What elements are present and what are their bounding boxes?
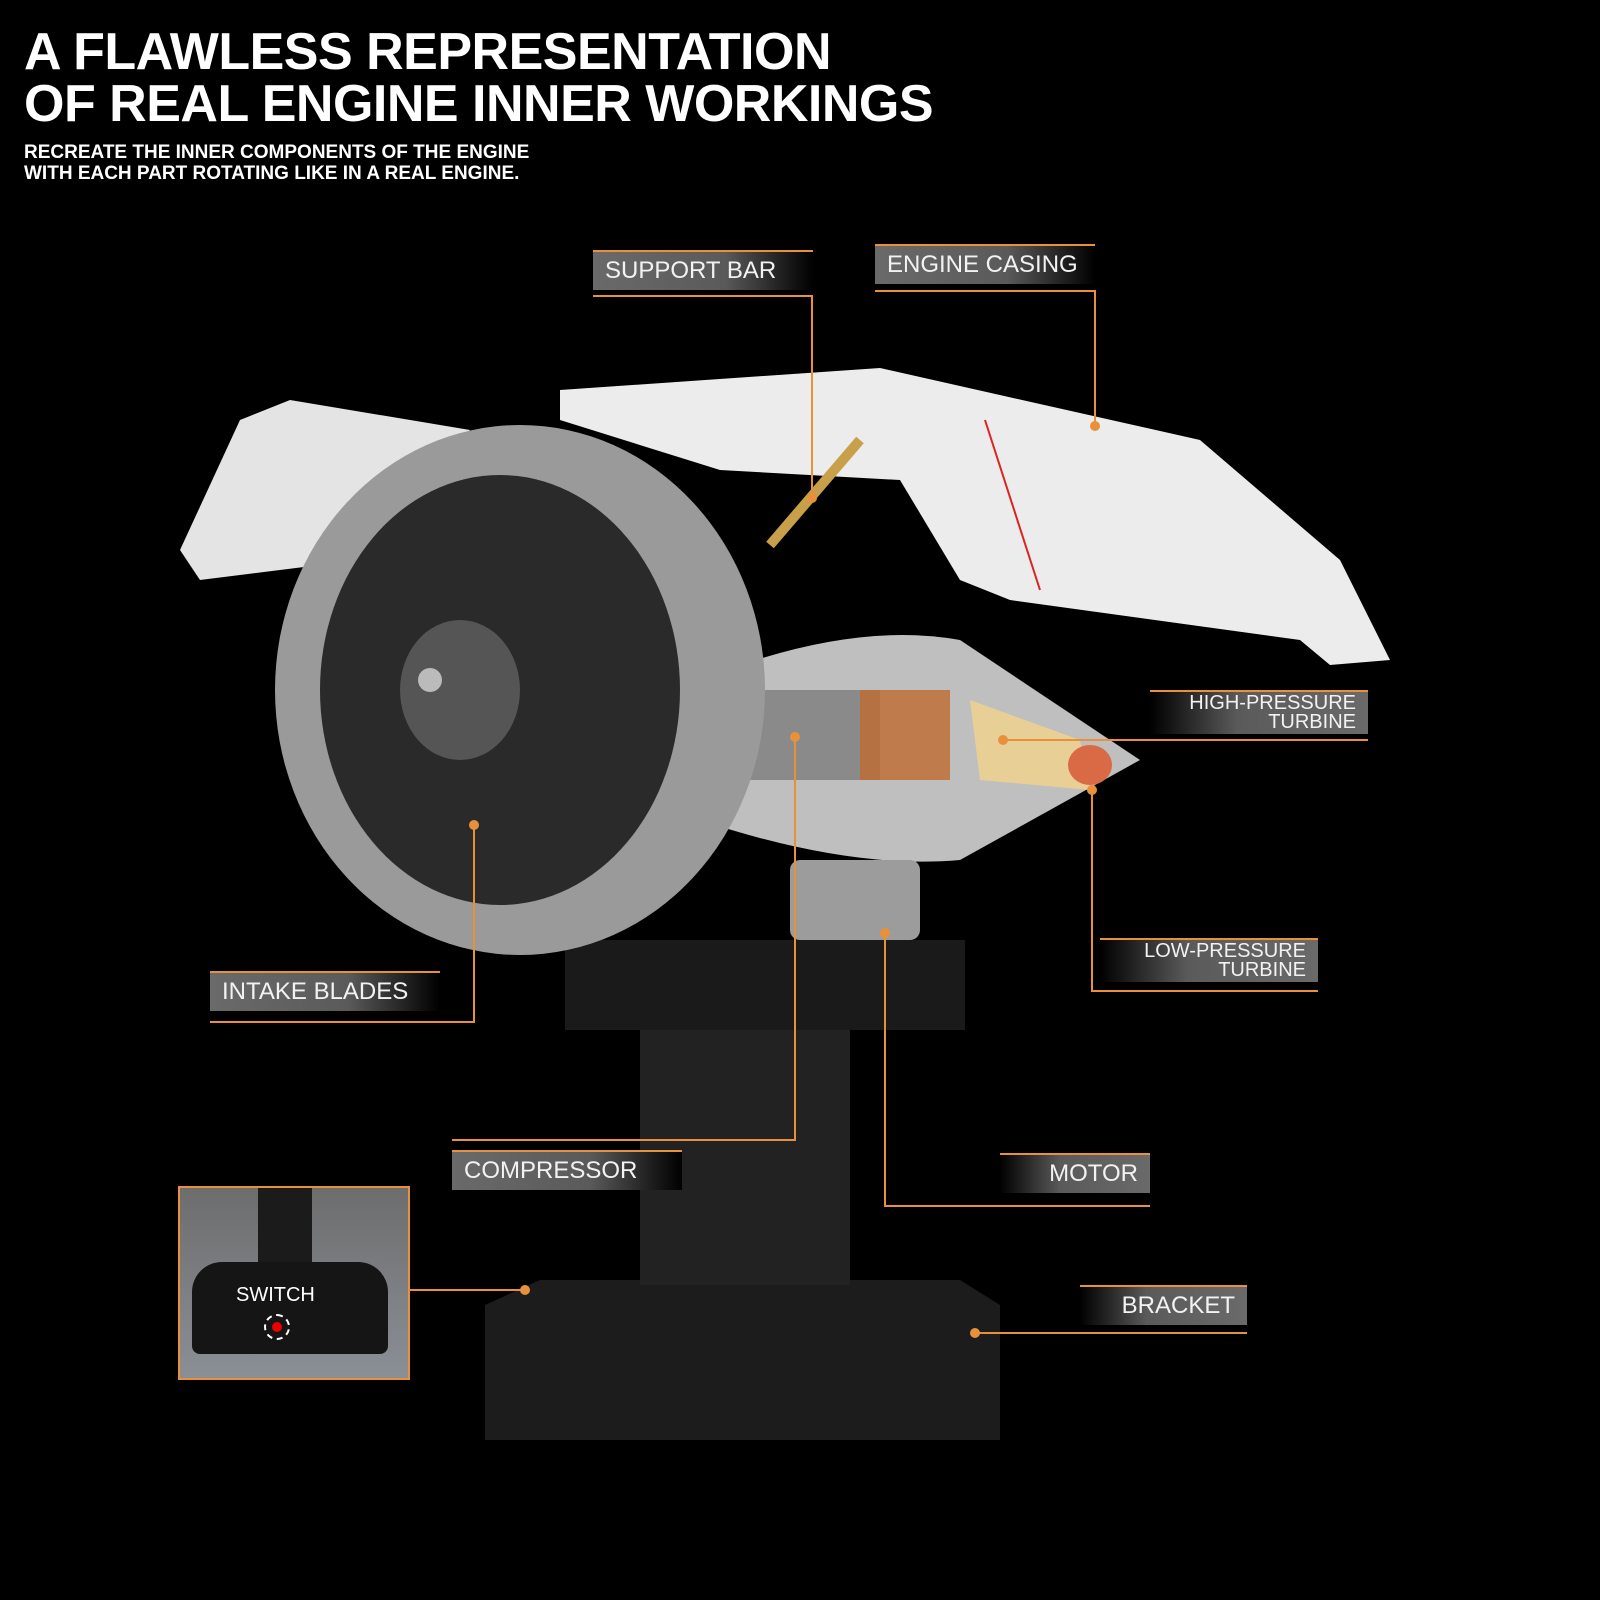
label-text: ENGINE CASING <box>887 251 1078 278</box>
switch-label: SWITCH <box>236 1284 315 1306</box>
label-text: INTAKE BLADES <box>222 978 409 1005</box>
label-text: TURBINE <box>1268 711 1356 733</box>
label-intake-blades: INTAKE BLADES <box>210 971 440 1011</box>
label-text: MOTOR <box>1049 1160 1138 1187</box>
title-line-1: A FLAWLESS REPRESENTATION <box>24 23 832 81</box>
label-text: SUPPORT BAR <box>605 257 777 284</box>
leader-lines <box>210 290 1368 1334</box>
leader-dots <box>469 421 1100 1338</box>
bracket-base <box>485 940 1000 1440</box>
switch-inset: SWITCH <box>178 1186 410 1380</box>
engine-casing <box>180 368 1390 665</box>
page-title: A FLAWLESS REPRESENTATION OF REAL ENGINE… <box>24 23 934 133</box>
label-text: BRACKET <box>1121 1292 1235 1319</box>
label-text: COMPRESSOR <box>464 1157 638 1184</box>
switch-button-icon <box>264 1314 290 1340</box>
subtitle-line-1: RECREATE THE INNER COMPONENTS OF THE ENG… <box>24 142 530 163</box>
inset-base <box>192 1262 388 1354</box>
subtitle-line-2: WITH EACH PART ROTATING LIKE IN A REAL E… <box>24 163 520 184</box>
subtitle: RECREATE THE INNER COMPONENTS OF THE ENG… <box>24 142 529 184</box>
label-text: HIGH-PRESSURE <box>1189 692 1356 714</box>
label-bracket: BRACKET <box>1080 1285 1247 1325</box>
label-support-bar: SUPPORT BAR <box>593 250 813 290</box>
inset-pillar <box>258 1188 312 1268</box>
label-motor: MOTOR <box>1000 1153 1150 1193</box>
label-engine-casing: ENGINE CASING <box>875 244 1095 284</box>
support-bar-rod <box>766 436 864 549</box>
title-line-2: OF REAL ENGINE INNER WORKINGS <box>24 75 934 133</box>
label-compressor: COMPRESSOR <box>452 1150 682 1190</box>
motor-body <box>790 860 920 940</box>
label-text: LOW-PRESSURE <box>1144 940 1306 962</box>
label-text: TURBINE <box>1218 959 1306 981</box>
intake-ring <box>275 425 765 955</box>
